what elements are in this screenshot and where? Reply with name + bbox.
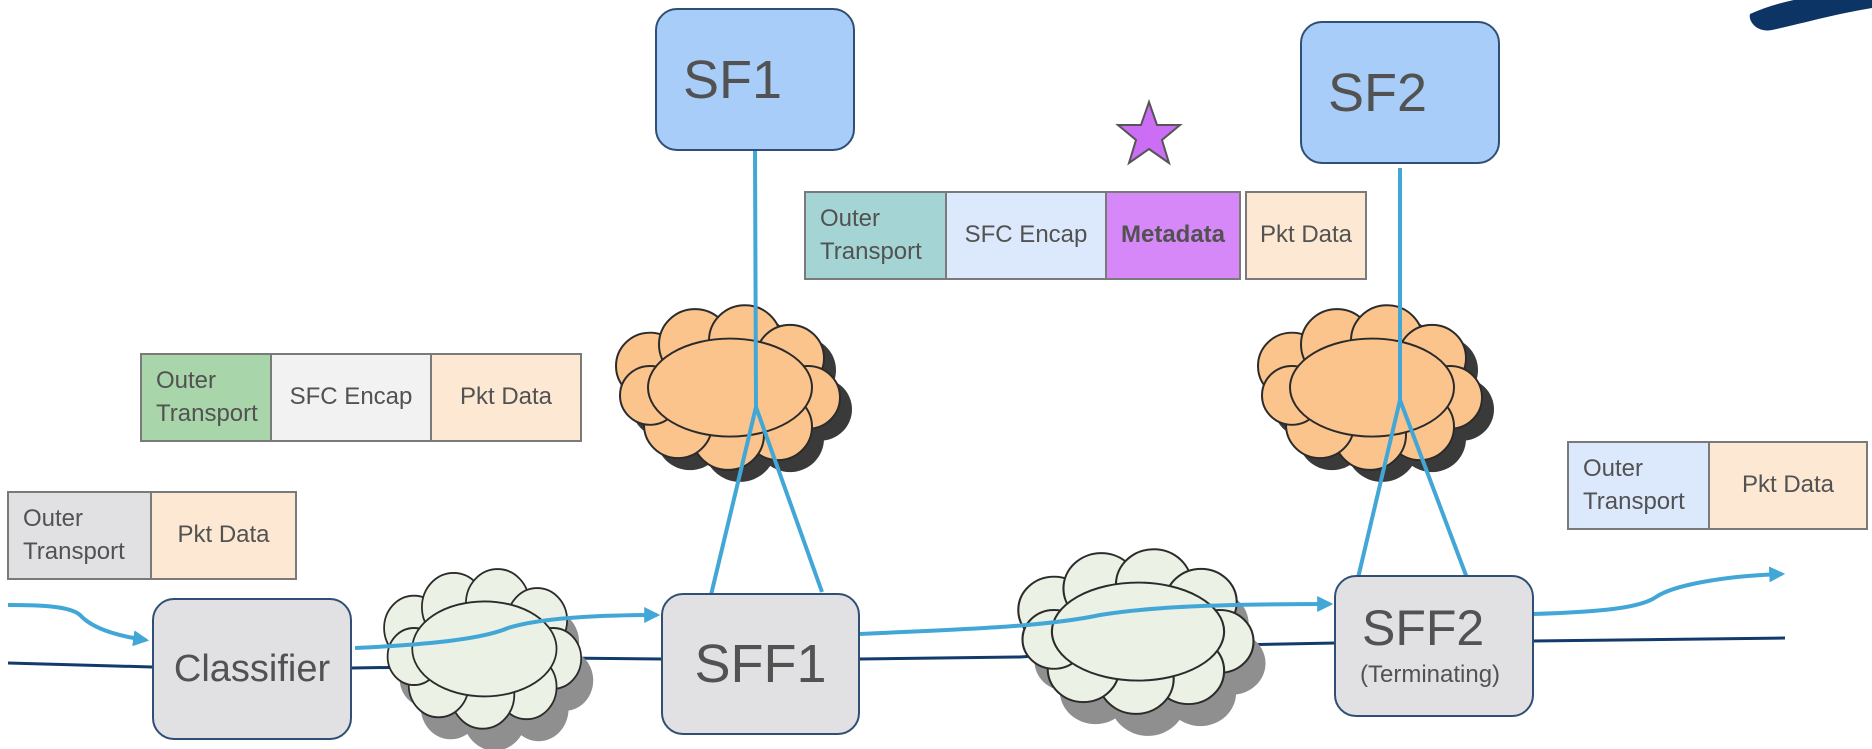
sf1-label: SF1 [683,49,783,110]
star-icon [1115,98,1183,166]
sff1-box[interactable]: SFF1 [661,593,860,735]
pkt-data-segment: Pkt Data [1245,191,1367,280]
sff2-box[interactable]: SFF2 (Terminating) [1334,575,1534,717]
sf1-box[interactable]: SF1 [655,8,855,151]
classifier-box[interactable]: Classifier [152,598,352,740]
flow-arrow-to-sff1 [354,607,661,650]
green-cloud-2 [1017,548,1266,736]
sf2-label: SF2 [1328,62,1428,123]
orange-cloud-1 [615,304,852,482]
pkt-data-segment: Pkt Data [432,353,582,442]
pkt-data-segment: Pkt Data [152,491,297,580]
sf1-link-lines [709,149,824,596]
logo-swoosh-icon [1749,0,1872,31]
sff2-label: SFF2 [1362,600,1485,656]
green-cloud-1 [383,568,594,749]
sf2-box[interactable]: SF2 [1300,21,1500,164]
sff1-label: SFF1 [694,634,827,694]
flow-arrow-to-sff2 [859,596,1334,636]
orange-cloud-2 [1257,304,1494,482]
sfc-encap-segment: SFC Encap [947,191,1107,280]
sf2-link-lines [1356,168,1469,579]
metadata-segment: Metadata [1107,191,1241,280]
sff2-terminating-note: (Terminating) [1360,661,1501,688]
sfc-encap-segment: SFC Encap [272,353,432,442]
flow-arrow-out [1532,566,1786,616]
classifier-label: Classifier [173,647,331,690]
flow-arrow-in [7,603,150,647]
pkt-data-segment: Pkt Data [1710,441,1868,530]
